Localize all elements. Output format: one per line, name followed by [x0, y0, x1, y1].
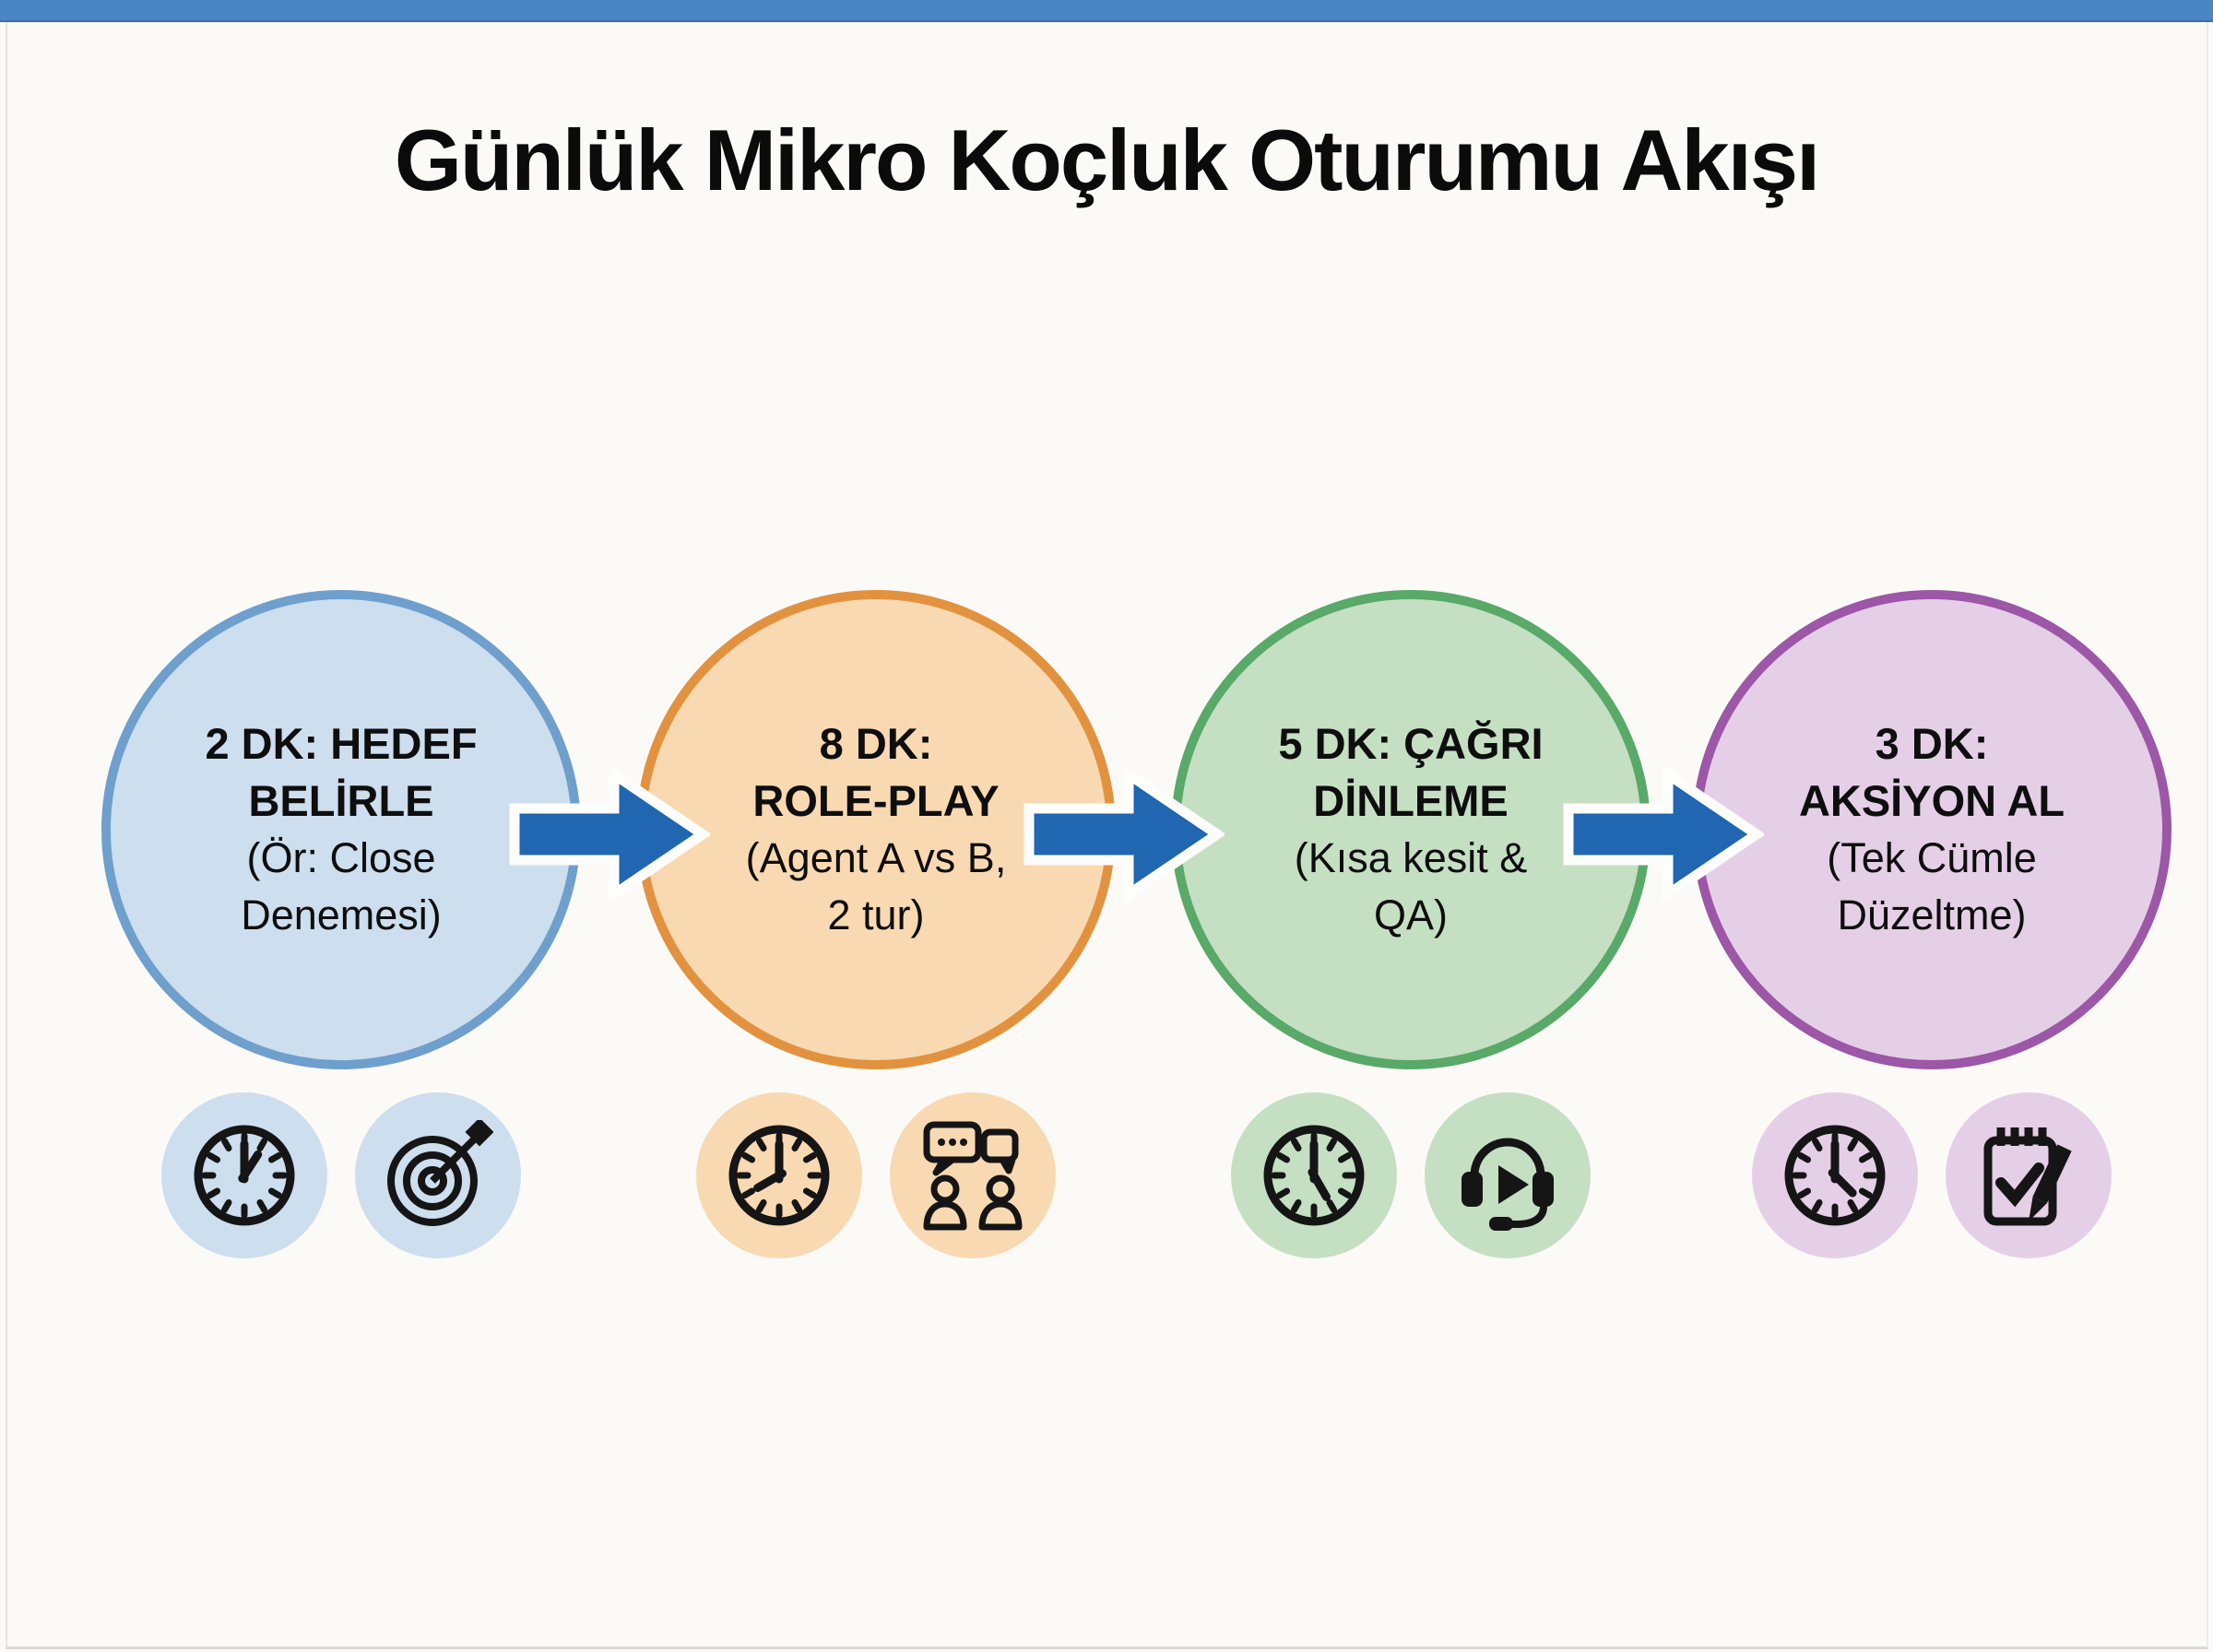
clock-badge: [161, 1092, 327, 1258]
flow-arrow-right-3: [1561, 761, 1764, 908]
notepad-check-icon: [1973, 1120, 2084, 1231]
stage-text: 3 DK: AKSİYON AL (Tek Cümle Düzeltme): [1738, 715, 2125, 944]
clock-icon: [724, 1120, 834, 1231]
clock-badge: [1231, 1092, 1397, 1258]
conversation-badge: [890, 1092, 1056, 1258]
clock-icon: [1259, 1120, 1369, 1231]
stage-title-line: BELİRLE: [248, 776, 434, 825]
headset-play-icon: [1452, 1120, 1563, 1231]
clock-badge: [1752, 1092, 1918, 1258]
conversation-icon: [917, 1120, 1028, 1231]
stage-subtitle-line: 2 tur): [827, 891, 925, 938]
stage-title-line: AKSİYON AL: [1798, 776, 2065, 825]
stage-title-line: DİNLEME: [1313, 776, 1509, 825]
stage-circle-hedef-belirle: 2 DK: HEDEF BELİRLE (Ör: Close Denemesi): [101, 590, 581, 1069]
stage-subtitle-line: (Ör: Close: [246, 834, 436, 881]
stage-subtitle-line: (Kısa kesit &: [1294, 834, 1528, 881]
stage-text: 5 DK: ÇAĞRI DİNLEME (Kısa kesit & QA): [1217, 715, 1604, 944]
clock-icon: [1780, 1120, 1890, 1231]
flow-arrow-right-1: [507, 761, 710, 908]
stage-subtitle-line: Denemesi): [241, 891, 442, 938]
top-accent-bar: [0, 0, 2213, 22]
stage-title-line: 8 DK:: [819, 719, 933, 768]
stage-title-line: 3 DK:: [1875, 719, 1989, 768]
stage-title-line: 5 DK: ÇAĞRI: [1278, 719, 1544, 768]
stage-subtitle-line: Düzeltme): [1837, 891, 2027, 938]
stage-subtitle-line: (Agent A vs B,: [745, 834, 1007, 881]
stage-circle-aksiyon-al: 3 DK: AKSİYON AL (Tek Cümle Düzeltme): [1692, 590, 2172, 1069]
clock-icon: [189, 1120, 300, 1231]
notepad-check-badge: [1946, 1092, 2112, 1258]
headset-play-badge: [1425, 1092, 1591, 1258]
stage-title-line: 2 DK: HEDEF: [205, 719, 478, 768]
stage-title-line: ROLE-PLAY: [752, 776, 1000, 825]
stage-subtitle-line: QA): [1373, 891, 1448, 938]
stage-subtitle-line: (Tek Cümle: [1827, 834, 2037, 881]
stage-text: 2 DK: HEDEF BELİRLE (Ör: Close Denemesi): [148, 715, 535, 944]
clock-badge: [696, 1092, 862, 1258]
stage-text: 8 DK: ROLE-PLAY (Agent A vs B, 2 tur): [682, 715, 1070, 944]
flow-arrow-right-2: [1022, 761, 1225, 908]
target-icon: [383, 1120, 493, 1231]
page-title: Günlük Mikro Koçluk Oturumu Akışı: [394, 112, 1820, 208]
target-badge: [355, 1092, 521, 1258]
